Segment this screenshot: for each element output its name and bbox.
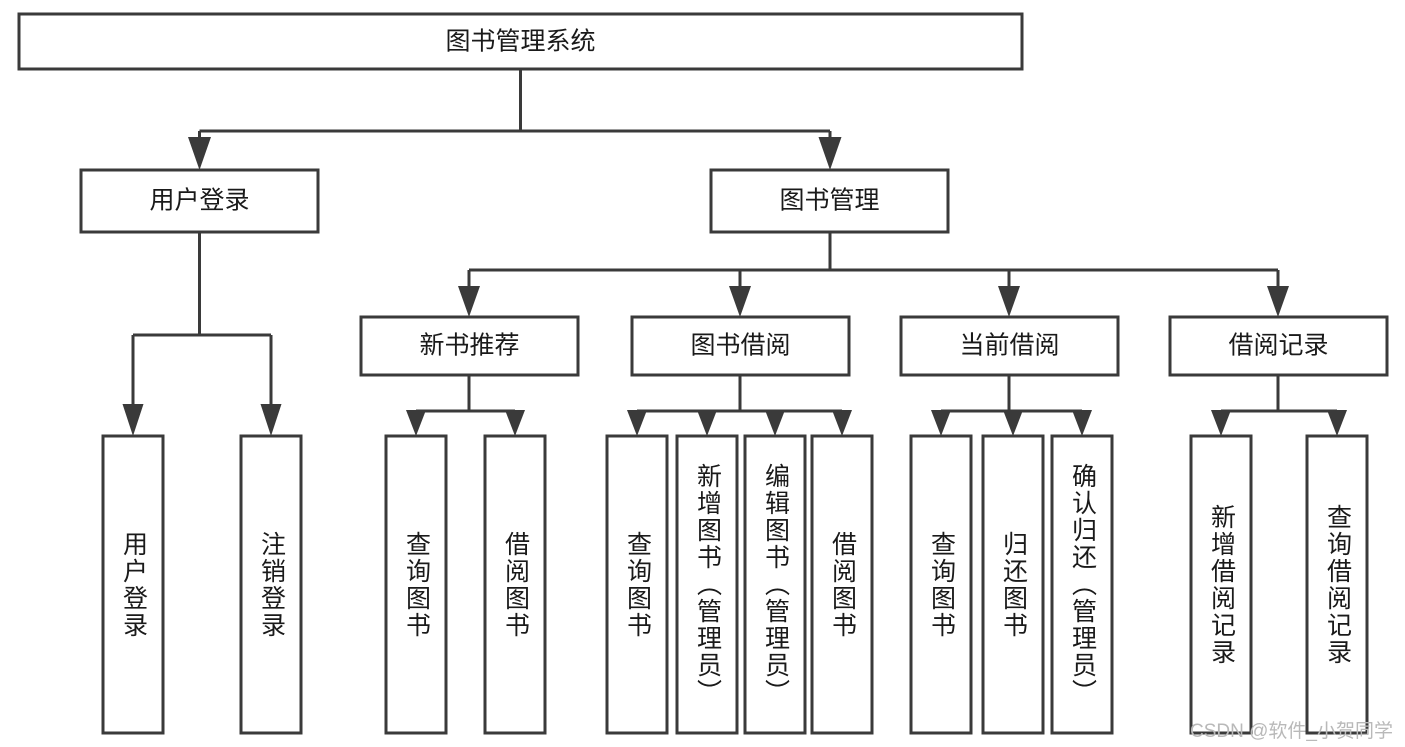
node-borrow-record-label: 借阅记录 bbox=[1228, 332, 1328, 360]
node-new-book-recommend-box[interactable] bbox=[359, 315, 580, 377]
arrowhead-leaf-confirm-return bbox=[1072, 410, 1092, 436]
node-root-box[interactable] bbox=[17, 12, 1024, 71]
leaf-box-return-book[interactable] bbox=[981, 434, 1045, 735]
connector-group-current-borrow bbox=[931, 375, 1092, 436]
leaf-box-borrow-book-1[interactable] bbox=[483, 434, 547, 735]
node-user-login-label: 用户登录 bbox=[149, 187, 249, 215]
node-book-manage-box[interactable] bbox=[709, 168, 950, 234]
arrowhead-book-manage bbox=[818, 137, 842, 170]
node-book-borrow-label: 图书借阅 bbox=[690, 332, 790, 360]
node-user-login[interactable]: 用户登录 bbox=[79, 168, 320, 234]
connector-group-borrow-record bbox=[1211, 375, 1347, 436]
node-borrow-record[interactable]: 借阅记录 bbox=[1168, 315, 1389, 377]
arrowhead-leaf-borrow-book-2 bbox=[832, 410, 852, 436]
connector-group-root bbox=[188, 69, 842, 170]
arrowhead-leaf-user-login bbox=[122, 404, 144, 436]
arrowhead-leaf-edit-book bbox=[765, 410, 785, 436]
leaf-box-add-record[interactable] bbox=[1189, 434, 1253, 735]
node-root-label: 图书管理系统 bbox=[445, 28, 595, 56]
leaf-box-add-book[interactable] bbox=[675, 434, 739, 735]
arrowhead-leaf-query-record bbox=[1327, 410, 1347, 436]
node-book-borrow[interactable]: 图书借阅 bbox=[630, 315, 851, 377]
leaf-boxes bbox=[101, 434, 1369, 735]
connector-group-new-book-recommend bbox=[406, 375, 525, 436]
leaf-box-borrow-book-2[interactable] bbox=[810, 434, 874, 735]
leaf-box-query-book-2[interactable] bbox=[605, 434, 669, 735]
node-root[interactable]: 图书管理系统 bbox=[17, 12, 1024, 71]
node-current-borrow-box[interactable] bbox=[899, 315, 1120, 377]
leaf-box-confirm-return[interactable] bbox=[1050, 434, 1114, 735]
leaf-box-query-book-1[interactable] bbox=[384, 434, 448, 735]
arrowhead-leaf-borrow-book-1 bbox=[505, 410, 525, 436]
node-new-book-recommend[interactable]: 新书推荐 bbox=[359, 315, 580, 377]
node-book-manage-label: 图书管理 bbox=[779, 187, 879, 215]
arrowhead-borrow-record bbox=[1267, 286, 1289, 317]
arrowhead-leaf-logout bbox=[260, 404, 282, 436]
arrowhead-leaf-add-record bbox=[1211, 410, 1231, 436]
node-book-borrow-box[interactable] bbox=[630, 315, 851, 377]
node-borrow-record-box[interactable] bbox=[1168, 315, 1389, 377]
arrowhead-leaf-query-book-3 bbox=[931, 410, 951, 436]
node-book-manage[interactable]: 图书管理 bbox=[709, 168, 950, 234]
leaf-box-user-login[interactable] bbox=[101, 434, 165, 735]
leaf-box-query-record[interactable] bbox=[1305, 434, 1369, 735]
arrowhead-user-login bbox=[188, 137, 211, 170]
leaf-box-logout[interactable] bbox=[239, 434, 303, 735]
node-current-borrow-label: 当前借阅 bbox=[959, 332, 1059, 360]
leaf-box-query-book-3[interactable] bbox=[909, 434, 973, 735]
arrowhead-leaf-add-book bbox=[697, 410, 717, 436]
arrowhead-book-borrow bbox=[729, 286, 751, 317]
arrowhead-new-book-recommend bbox=[458, 286, 480, 317]
node-new-book-recommend-label: 新书推荐 bbox=[419, 332, 519, 360]
connector-group-user-login bbox=[122, 232, 282, 436]
arrowhead-leaf-query-book-2 bbox=[627, 410, 647, 436]
arrowhead-leaf-return-book bbox=[1003, 410, 1023, 436]
connector-group-book-manage bbox=[458, 232, 1289, 317]
connector-group-book-borrow bbox=[627, 375, 852, 436]
watermark-text: CSDN @软件_小贺同学 bbox=[1190, 721, 1393, 742]
node-user-login-box[interactable] bbox=[79, 168, 320, 234]
arrowhead-leaf-query-book-1 bbox=[406, 410, 426, 436]
node-current-borrow[interactable]: 当前借阅 bbox=[899, 315, 1120, 377]
arrowhead-current-borrow bbox=[998, 286, 1020, 317]
leaf-box-edit-book[interactable] bbox=[743, 434, 807, 735]
